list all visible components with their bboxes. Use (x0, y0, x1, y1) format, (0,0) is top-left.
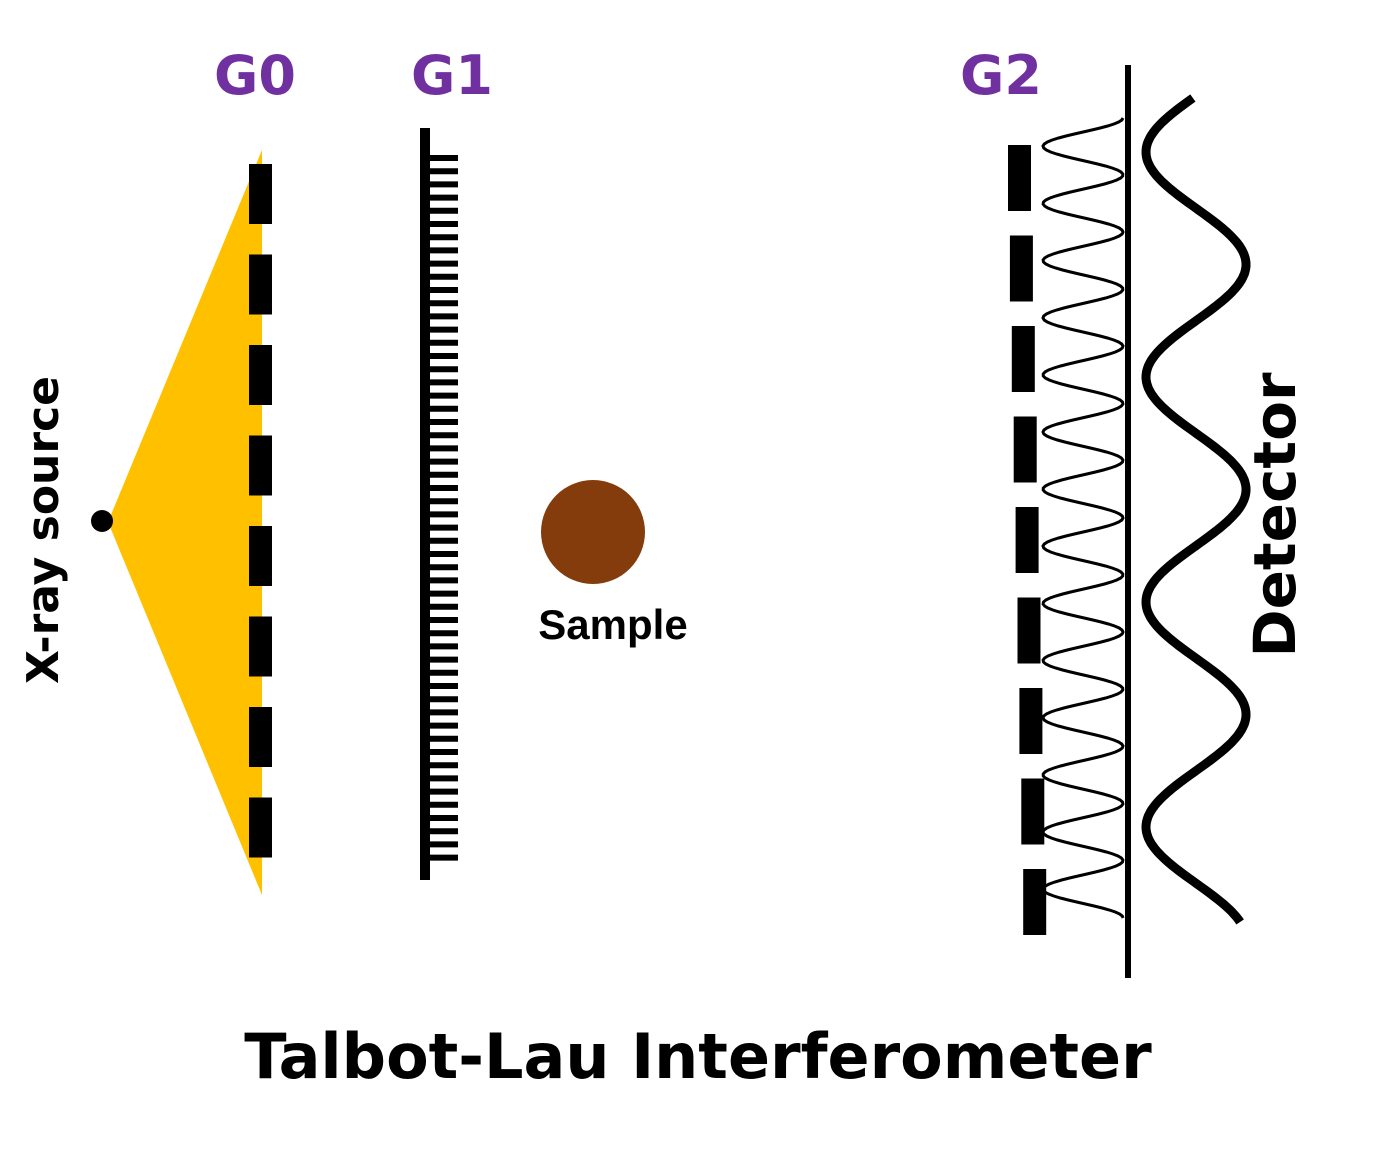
g2-grating-bar (1011, 326, 1035, 392)
g2-grating-bar (1009, 235, 1033, 302)
xray-source-label: X-ray source (18, 376, 69, 684)
g2-grating-bar (1019, 688, 1043, 754)
g2-grating-bar (1017, 597, 1041, 664)
detector-label: Detector (1241, 372, 1309, 657)
g2-grating-bar (1021, 778, 1045, 845)
g2-label: G2 (960, 44, 1042, 107)
g0-grating-bar (249, 707, 272, 767)
g2-grating-bar (1023, 869, 1047, 935)
interference-pattern-fine-wave (1041, 117, 1125, 919)
g0-grating-bar (249, 164, 272, 224)
g2-grating-bar (1008, 145, 1031, 211)
g0-grating (249, 164, 272, 858)
g0-grating-bar (249, 345, 272, 405)
g1-label: G1 (411, 44, 493, 107)
moire-pattern-coarse-wave (1141, 94, 1251, 925)
sample-disc (541, 480, 645, 584)
g0-grating-bar (249, 254, 272, 315)
g0-grating-bar (249, 797, 272, 858)
g0-grating-bar (249, 435, 272, 496)
g2-grating (1008, 145, 1047, 935)
g2-grating-bar (1015, 507, 1039, 573)
sample-label: Sample (538, 601, 687, 648)
xray-beam-cone (108, 150, 262, 895)
g0-label: G0 (214, 44, 296, 107)
diagram-title: Talbot-Lau Interferometer (244, 1020, 1152, 1093)
g2-grating-bar (1013, 416, 1037, 483)
g0-grating-bar (249, 616, 272, 677)
xray-source-point (91, 510, 113, 532)
g0-grating-bar (249, 526, 272, 586)
g1-grating (420, 128, 458, 880)
